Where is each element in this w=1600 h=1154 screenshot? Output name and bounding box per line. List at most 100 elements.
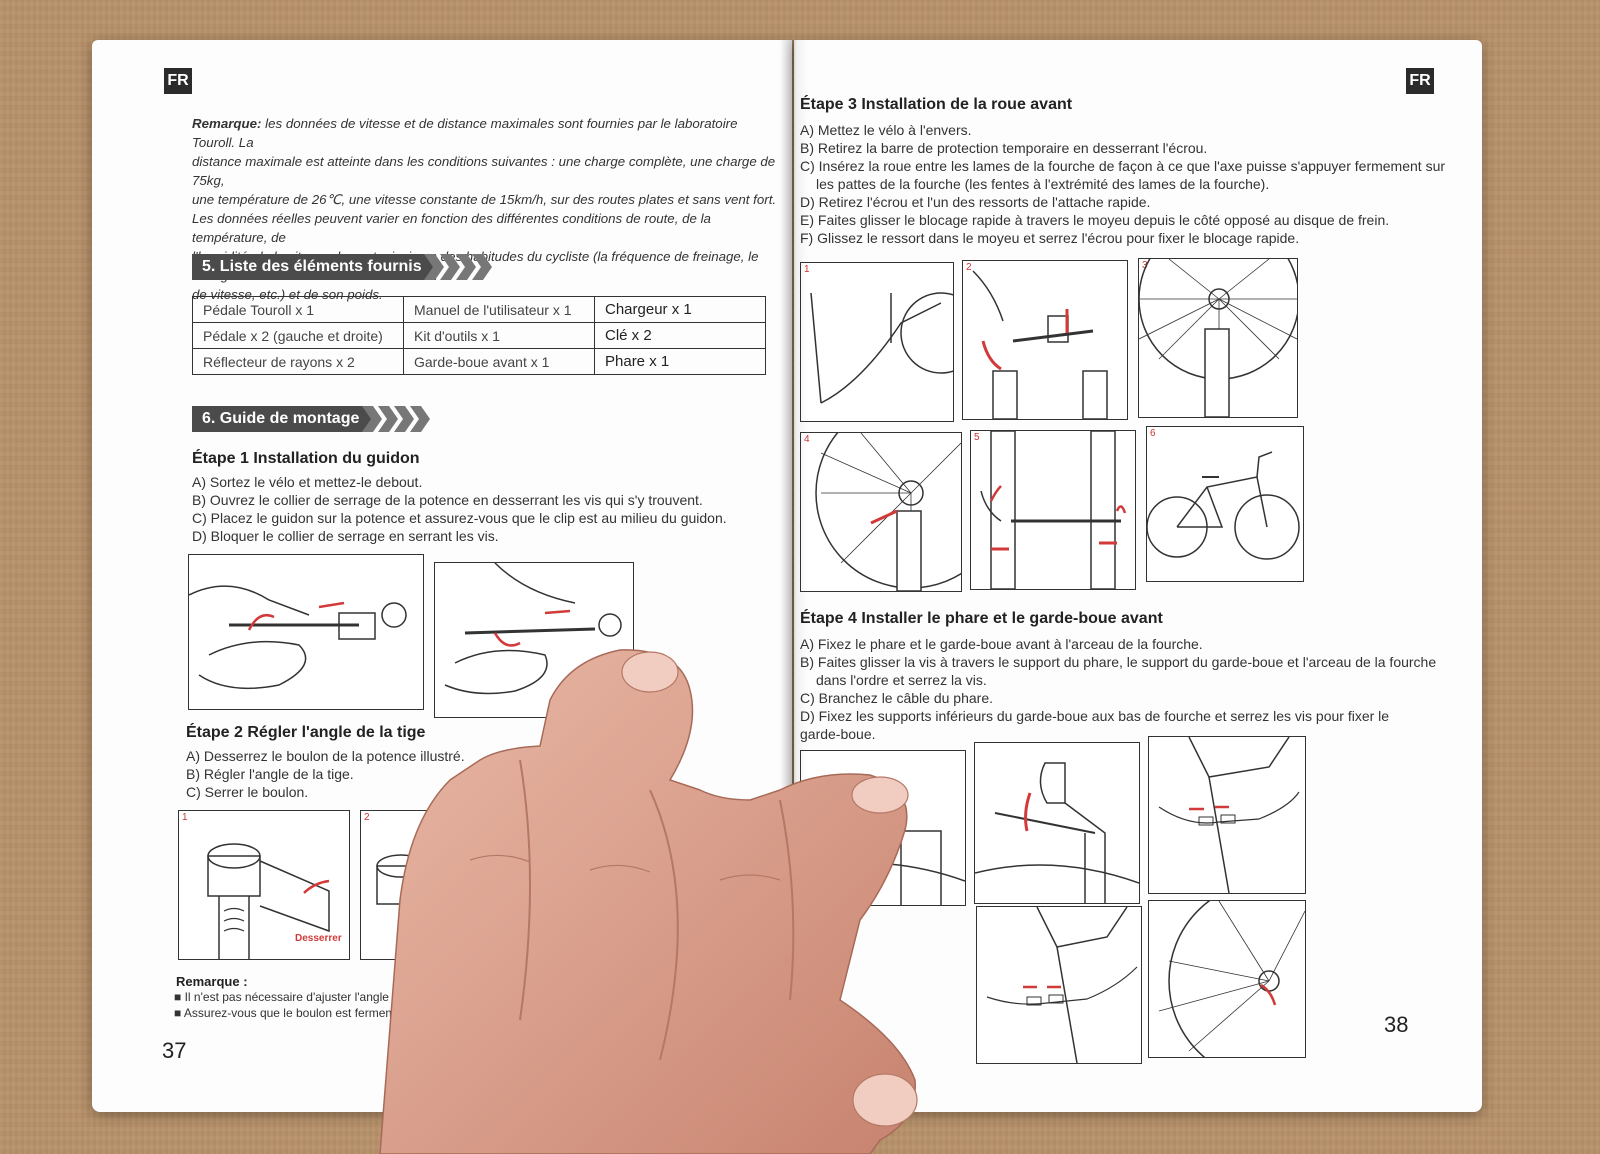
- nut-removal-illustration: [972, 270, 1108, 419]
- figure-number: 3: [1142, 260, 1148, 271]
- loosen-label: Desserrer: [295, 933, 342, 944]
- mudguard-mount-illustration: [1158, 901, 1305, 1057]
- remark-line: une température de 26℃, une vitesse cons…: [192, 192, 777, 207]
- figure-number: 2: [966, 262, 972, 273]
- handlebar-illustration: [444, 563, 622, 695]
- language-tag: FR: [164, 68, 192, 94]
- table-cell: Manuel de l'utilisateur x 1: [403, 296, 595, 323]
- remark-bullet-text: Assurez-vous que le boulon est fermem: [183, 1006, 396, 1020]
- step-line: A) Fixez le phare et le garde-boue avant…: [800, 636, 1203, 652]
- handlebar-figure-2: [434, 562, 634, 718]
- remark-line: Les données réelles peuvent varier en fo…: [192, 211, 711, 245]
- stem-illustration: [376, 854, 426, 905]
- step-line: D) Fixez les supports inférieurs du gard…: [800, 708, 1390, 724]
- remark-bullet: ■ Assurez-vous que le boulon est fermem: [174, 1006, 396, 1020]
- handlebar-figure-1: [188, 554, 424, 710]
- step-line: B) Ouvrez le collier de serrage de la po…: [192, 492, 703, 508]
- table-cell: Chargeur x 1: [594, 296, 766, 323]
- remark-label: Remarque:: [192, 116, 262, 131]
- stem-figure-1: 1 Desserrer: [178, 810, 350, 960]
- step-line: B) Faites glisser la vis à travers le su…: [800, 654, 1437, 670]
- figure-number: 1: [182, 812, 188, 823]
- wheel-figure-2: 2: [962, 260, 1128, 420]
- wheel-illustration: [1139, 259, 1297, 417]
- step-line: C) Placez le guidon sur la potence et as…: [192, 510, 727, 526]
- step-line: B) Retirez la barre de protection tempor…: [800, 140, 1208, 156]
- chevron-icon: [456, 254, 476, 280]
- right-page: FR Étape 3 Installation de la roue avant…: [794, 40, 1482, 1112]
- figure-number: 5: [974, 432, 980, 443]
- headlight-figure-1: [800, 750, 966, 906]
- remark-line: les données de vitesse et de distance ma…: [192, 116, 738, 150]
- headlight-figure-3: [1148, 736, 1306, 894]
- step-line: C) Insérez la roue entre les lames de la…: [800, 158, 1446, 174]
- assembled-bike-illustration: [1147, 451, 1300, 560]
- remark-2-label: Remarque :: [176, 974, 248, 989]
- figure-number: 1: [804, 264, 810, 275]
- remark-fragment: vous.: [632, 1020, 661, 1034]
- wheel-figure-6: 6: [1146, 426, 1304, 582]
- left-page: FR Remarque: les données de vitesse et d…: [92, 40, 792, 1112]
- step-2-title: Étape 2 Régler l'angle de la tige: [186, 724, 426, 741]
- step-line: C) Serrer le boulon.: [186, 784, 309, 800]
- stem-illustration: Desserrer: [207, 843, 342, 959]
- step-line: D) Bloquer le collier de serrage en serr…: [192, 528, 499, 544]
- table-row: Pédale Touroll x 1 Manuel de l'utilisate…: [192, 296, 766, 323]
- wheel-figure-4: 4: [800, 432, 962, 592]
- section-6-title: 6. Guide de montage: [192, 406, 374, 432]
- section-5-title: 5. Liste des éléments fournis: [192, 254, 436, 280]
- figure-number: 4: [804, 434, 810, 445]
- handlebar-illustration: [189, 585, 407, 690]
- headlight-figure-5: [1148, 900, 1306, 1058]
- quick-release-illustration: [980, 431, 1127, 589]
- step-3-title: Étape 3 Installation de la roue avant: [800, 96, 1073, 113]
- step-line: les pattes de la fourche (les fentes à l…: [816, 176, 1270, 192]
- cable-connect-illustration: [986, 907, 1138, 1063]
- page-number: 37: [162, 1038, 187, 1063]
- table-cell: Phare x 1: [594, 348, 766, 375]
- remark-line: distance maximale est atteinte dans les …: [192, 154, 776, 188]
- table-cell: Pédale Touroll x 1: [192, 296, 404, 323]
- step-line: C) Branchez le câble du phare.: [800, 690, 993, 706]
- table-cell: Réflecteur de rayons x 2: [192, 348, 404, 375]
- chevron-icon: [440, 254, 460, 280]
- wheel-hub-illustration: [815, 433, 961, 591]
- wheel-figure-3: 3: [1138, 258, 1298, 418]
- remark-bullet: ■ Il n'est pas nécessaire d'ajuster l'an…: [174, 990, 399, 1004]
- step-line: A) Mettez le vélo à l'envers.: [800, 122, 972, 138]
- step-line: garde-boue.: [800, 726, 876, 742]
- chevron-icon: [394, 406, 414, 432]
- supplied-items-table: Pédale Touroll x 1 Manuel de l'utilisate…: [192, 296, 766, 375]
- step-line: dans l'ordre et serrez la vis.: [816, 672, 987, 688]
- step-line: D) Retirez l'écrou et l'un des ressorts …: [800, 194, 1151, 210]
- chevron-icon: [378, 406, 398, 432]
- chevron-icon: [362, 406, 382, 432]
- table-cell: Garde-boue avant x 1: [403, 348, 595, 375]
- step-line: A) Desserrez le boulon de la potence ill…: [186, 748, 465, 764]
- step-1-title: Étape 1 Installation du guidon: [192, 450, 420, 467]
- chevron-icon: [410, 406, 430, 432]
- bike-upside-down-illustration: [810, 292, 953, 404]
- remark-bullet-text: Il n'est pas nécessaire d'ajuster l'angl…: [184, 990, 399, 1004]
- chevron-icon: [472, 254, 492, 280]
- step-4-title: Étape 4 Installer le phare et le garde-b…: [800, 610, 1163, 627]
- wheel-figure-1: 1: [800, 262, 954, 422]
- table-cell: Pédale x 2 (gauche et droite): [192, 322, 404, 349]
- figure-number: 6: [1150, 428, 1156, 439]
- page-number: 38: [1384, 1012, 1409, 1037]
- cable-connect-illustration: [1158, 737, 1300, 893]
- table-row: Pédale x 2 (gauche et droite) Kit d'outi…: [192, 322, 766, 349]
- stem-figure-2: 2: [360, 810, 432, 960]
- step-line: B) Régler l'angle de la tige.: [186, 766, 354, 782]
- chevron-icon: [424, 254, 444, 280]
- step-line: E) Faites glisser le blocage rapide à tr…: [800, 212, 1390, 228]
- wheel-figure-5: 5: [970, 430, 1136, 590]
- language-tag: FR: [1406, 68, 1434, 94]
- step-line: F) Glissez le ressort dans le moyeu et s…: [800, 230, 1300, 246]
- figure-number: 2: [364, 812, 370, 823]
- headlight-figure-4: [976, 906, 1142, 1064]
- fork-illustration: [801, 830, 965, 905]
- headlight-mount-illustration: [975, 762, 1139, 903]
- step-line: A) Sortez le vélo et mettez-le debout.: [192, 474, 423, 490]
- table-cell: Kit d'outils x 1: [403, 322, 595, 349]
